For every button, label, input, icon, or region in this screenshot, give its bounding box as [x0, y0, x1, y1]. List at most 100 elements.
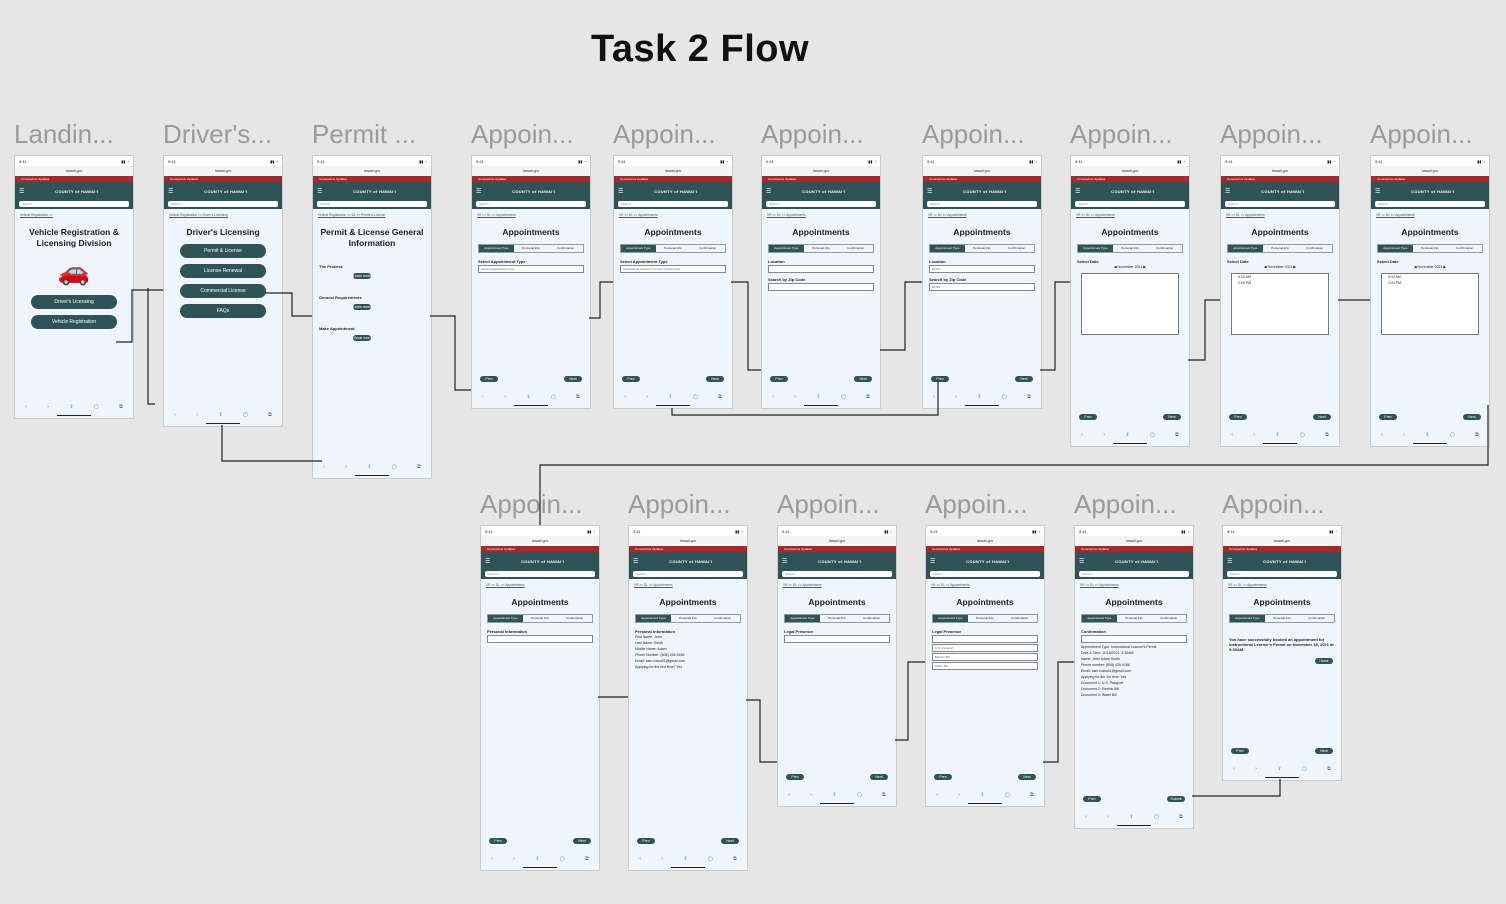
- nav-icon[interactable]: ⧉: [1030, 792, 1034, 798]
- search-input[interactable]: Search...: [930, 571, 1040, 577]
- zip-input[interactable]: [768, 282, 874, 291]
- covid-banner[interactable]: Coronavirus Updates: [614, 176, 732, 182]
- nav-icon[interactable]: ▢: [551, 394, 556, 400]
- url-bar[interactable]: hawaii.gov: [472, 166, 590, 176]
- covid-banner[interactable]: Coronavirus Updates: [472, 176, 590, 182]
- covid-banner[interactable]: Coronavirus Updates: [15, 176, 133, 182]
- nav-icon[interactable]: ▢: [693, 394, 698, 400]
- menu-icon[interactable]: ☰: [1079, 558, 1085, 565]
- document-select[interactable]: Water Bill: [932, 661, 1038, 670]
- search-input[interactable]: Search...: [317, 201, 427, 207]
- menu-icon[interactable]: ☰: [485, 558, 491, 565]
- menu-icon[interactable]: ☰: [618, 188, 624, 195]
- next-button[interactable]: Next: [721, 838, 739, 844]
- nav-icon[interactable]: ‹: [482, 394, 484, 400]
- breadcrumb[interactable]: Vehicle Registration >> DL >> Permit & L…: [318, 213, 386, 217]
- nav-icon[interactable]: ⇪: [1275, 432, 1280, 438]
- next-button[interactable]: Next: [1463, 414, 1481, 420]
- nav-icon[interactable]: ⧉: [1179, 814, 1183, 820]
- covid-banner[interactable]: Coronavirus Updates: [762, 176, 880, 182]
- search-input[interactable]: Search...: [485, 571, 595, 577]
- covid-banner[interactable]: Coronavirus Updates: [164, 176, 282, 182]
- url-bar[interactable]: hawaii.gov: [15, 166, 133, 176]
- nav-icon[interactable]: ⧉: [866, 394, 870, 400]
- prev-button[interactable]: Prev: [480, 376, 498, 382]
- covid-banner[interactable]: Coronavirus Updates: [629, 546, 747, 552]
- next-button[interactable]: Next: [573, 838, 591, 844]
- search-input[interactable]: Search...: [1079, 571, 1189, 577]
- url-bar[interactable]: hawaii.gov: [1075, 536, 1193, 546]
- url-bar[interactable]: hawaii.gov: [778, 536, 896, 546]
- prev-button[interactable]: Prev: [786, 774, 804, 780]
- next-button[interactable]: Next: [1018, 774, 1036, 780]
- next-button[interactable]: Next: [1015, 376, 1033, 382]
- menu-icon[interactable]: ☰: [317, 188, 323, 195]
- covid-banner[interactable]: Coronavirus Updates: [1371, 176, 1489, 182]
- next-button[interactable]: Next: [854, 376, 872, 382]
- nav-icon[interactable]: ‹: [1233, 766, 1235, 772]
- breadcrumb[interactable]: VR >> DL >> Appointments: [928, 213, 967, 217]
- nav-icon[interactable]: ▢: [1002, 394, 1007, 400]
- time-slot[interactable]: 2:00 PM: [1388, 280, 1402, 285]
- nav-icon[interactable]: ⇪: [832, 792, 837, 798]
- nav-icon[interactable]: ⧉: [119, 404, 123, 410]
- search-input[interactable]: Search...: [1225, 201, 1335, 207]
- nav-icon[interactable]: ▢: [1005, 792, 1010, 798]
- field-input[interactable]: [487, 634, 593, 643]
- personal-field[interactable]: Email: sam.rossa01@gmail.com: [635, 658, 686, 663]
- nav-icon[interactable]: ⧉: [576, 394, 580, 400]
- search-input[interactable]: Search...: [927, 201, 1037, 207]
- covid-banner[interactable]: Coronavirus Updates: [1075, 546, 1193, 552]
- menu-icon[interactable]: ☰: [927, 188, 933, 195]
- nav-icon[interactable]: ▢: [243, 412, 248, 418]
- prev-button[interactable]: Prev: [1229, 414, 1247, 420]
- nav-icon[interactable]: ▢: [857, 792, 862, 798]
- nav-button[interactable]: FAQs: [180, 303, 266, 318]
- prev-button[interactable]: Prev: [934, 774, 952, 780]
- next-button[interactable]: Next: [564, 376, 582, 382]
- nav-icon[interactable]: ▢: [708, 856, 713, 862]
- nav-icon[interactable]: ⇪: [367, 464, 372, 470]
- nav-button[interactable]: Commercial License: [180, 283, 266, 298]
- nav-icon[interactable]: ⧉: [1475, 432, 1479, 438]
- nav-icon[interactable]: ‹: [936, 792, 938, 798]
- nav-icon[interactable]: ▢: [560, 856, 565, 862]
- url-bar[interactable]: hawaii.gov: [1221, 166, 1339, 176]
- nav-icon[interactable]: ⇪: [1425, 432, 1430, 438]
- nav-button[interactable]: Driver's Licensing: [31, 295, 117, 310]
- breadcrumb[interactable]: VR >> DL >> Appointments: [767, 213, 806, 217]
- field-input[interactable]: [784, 634, 890, 643]
- search-input[interactable]: Search...: [19, 201, 129, 207]
- field-input[interactable]: 96721: [929, 264, 1035, 273]
- nav-icon[interactable]: ›: [794, 394, 796, 400]
- prev-button[interactable]: Prev: [637, 838, 655, 844]
- url-bar[interactable]: hawaii.gov: [1371, 166, 1489, 176]
- search-input[interactable]: Search...: [476, 201, 586, 207]
- url-bar[interactable]: hawaii.gov: [923, 166, 1041, 176]
- nav-icon[interactable]: ›: [958, 792, 960, 798]
- nav-icon[interactable]: ‹: [788, 792, 790, 798]
- next-button[interactable]: Next: [1163, 414, 1181, 420]
- search-input[interactable]: Search...: [168, 201, 278, 207]
- nav-button[interactable]: License Renewal: [180, 263, 266, 278]
- covid-banner[interactable]: Coronavirus Updates: [926, 546, 1044, 552]
- next-button[interactable]: Next: [706, 376, 724, 382]
- nav-icon[interactable]: ‹: [491, 856, 493, 862]
- covid-banner[interactable]: Coronavirus Updates: [778, 546, 896, 552]
- covid-banner[interactable]: Coronavirus Updates: [481, 546, 599, 552]
- nav-icon[interactable]: ⧉: [1027, 394, 1031, 400]
- url-bar[interactable]: hawaii.gov: [629, 536, 747, 546]
- breadcrumb[interactable]: VR >> DL >> Appointments: [619, 213, 658, 217]
- menu-icon[interactable]: ☰: [1227, 558, 1233, 565]
- prev-button[interactable]: Prev: [1079, 414, 1097, 420]
- url-bar[interactable]: hawaii.gov: [1223, 536, 1341, 546]
- nav-icon[interactable]: ⧉: [733, 856, 737, 862]
- nav-icon[interactable]: ▢: [1450, 432, 1455, 438]
- field-input[interactable]: Select Appointment Type: [478, 264, 584, 273]
- search-input[interactable]: Search...: [618, 201, 728, 207]
- covid-banner[interactable]: Coronavirus Updates: [1221, 176, 1339, 182]
- prev-button[interactable]: Prev: [931, 376, 949, 382]
- nav-icon[interactable]: ‹: [25, 404, 27, 410]
- menu-icon[interactable]: ☰: [766, 188, 772, 195]
